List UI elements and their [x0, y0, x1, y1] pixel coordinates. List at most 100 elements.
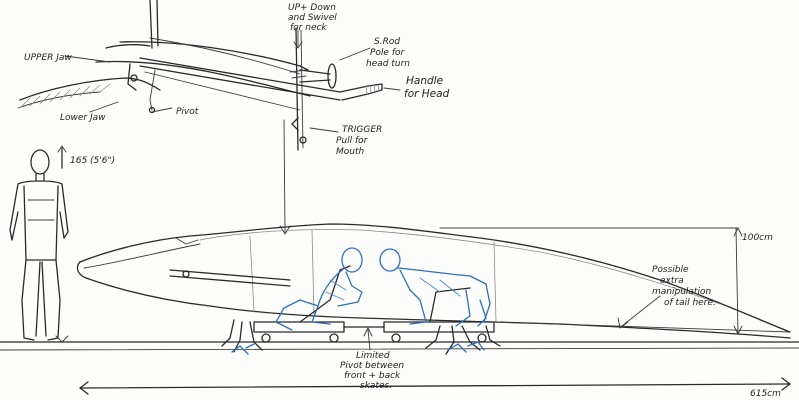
back-puppeteer-head: [379, 248, 401, 272]
figure-neck: [35, 173, 45, 181]
mouth-line: [83, 243, 201, 269]
arrow-upper-jaw: [64, 55, 111, 63]
head-handle: [339, 83, 383, 101]
upper-jaw-front: [105, 44, 151, 49]
arrow-lower-jaw: [89, 101, 119, 113]
label-head-turn: head turn: [366, 59, 410, 69]
figure-torso-arms: [9, 180, 69, 241]
upper-jaw-top-edge: [119, 41, 309, 71]
front-puppeteer-shading: [325, 279, 347, 301]
back-skate-wheel-2: [477, 333, 487, 343]
figure-detail-lines: [27, 199, 55, 221]
upper-jaw-inner-line: [149, 37, 301, 75]
control-rod-upper: [139, 57, 341, 93]
jaw-pivot-joint: [130, 74, 138, 82]
label-possible-2: extra: [660, 276, 684, 286]
handle-grip-lines: [365, 84, 380, 95]
label-possible-4: of tail here.: [664, 298, 716, 308]
snout-tip: [76, 261, 87, 279]
label-upper-jaw: UPPER Jaw: [24, 53, 72, 63]
figure-body: [23, 185, 59, 261]
crocodile-back-outline: [79, 223, 791, 333]
back-puppeteer-shading: [419, 277, 461, 297]
arrow-tail-note: [621, 295, 661, 327]
front-skate: [253, 321, 345, 333]
label-limited-4: skates.: [360, 381, 392, 391]
head-pole-joint: [182, 270, 190, 278]
100cm-arrow-bottom: [733, 325, 743, 335]
height-arrow: [57, 145, 67, 153]
label-for-head: for Head: [404, 88, 450, 100]
back-puppeteer-arm: [399, 269, 427, 325]
arrow-pivot: [151, 107, 173, 113]
back-ridge: [199, 229, 721, 305]
front-skate-wheel-1: [261, 333, 271, 343]
front-puppeteer-head: [341, 247, 363, 273]
human-scale-figure: [9, 145, 69, 343]
back-puppeteer-legs: [455, 289, 487, 327]
100cm-arrow-top: [733, 227, 743, 237]
back-skate-wheel-1: [391, 333, 401, 343]
label-up-down: UP+ Down: [288, 3, 336, 13]
pivot-dot: [148, 106, 156, 114]
label-handle: Handle: [406, 75, 443, 87]
arrow-tail-note-head: [617, 317, 629, 329]
label-and-swivel: and Swivel: [288, 13, 337, 23]
label-for-neck: for neck: [290, 23, 327, 33]
neck-swivel-rod-b: [300, 29, 304, 149]
trigger-lever: [291, 117, 299, 131]
head-control-pole: [169, 269, 291, 287]
front-puppeteer-leg: [311, 305, 331, 325]
label-lower-jaw: Lower Jaw: [60, 113, 106, 123]
label-possible-1: Possible: [652, 265, 689, 275]
arrow-handle: [383, 87, 401, 91]
control-rod-third: [144, 71, 301, 111]
back-puppeteer-back: [397, 267, 491, 323]
detail-to-body-arrowhead: [279, 225, 291, 235]
arrow-pivot-note-head: [363, 327, 373, 337]
front-puppeteer-body: [275, 269, 343, 331]
rear-legs: [425, 325, 501, 355]
upper-jaw-bottom-edge: [95, 60, 311, 97]
label-possible-3: manipulation: [652, 287, 711, 297]
label-trigger: TRIGGER: [342, 125, 382, 135]
figure-head: [30, 149, 50, 175]
label-limited-3: front + back: [344, 371, 401, 381]
label-s-rod: S.Rod: [374, 37, 400, 47]
label-pull-for: Pull for: [336, 136, 369, 146]
swivel-collar: [289, 69, 307, 79]
front-puppeteer-arm: [337, 271, 363, 307]
back-seat-frame: [429, 287, 471, 323]
jaw-mechanism-detail: [17, 0, 401, 151]
lower-jaw-hatching: [21, 83, 111, 107]
label-height: 165 (5'6"): [70, 156, 115, 166]
pivot-drop-link: [149, 69, 156, 111]
label-limited-2: Pivot between: [340, 361, 404, 371]
body-segments: [249, 229, 497, 323]
front-blue-feet: [231, 343, 255, 355]
label-100cm: 100cm: [742, 233, 773, 243]
arrow-neck-head: [293, 41, 303, 49]
detail-to-body-arrow: [283, 119, 286, 233]
eye-ridge: [175, 237, 199, 245]
back-blue-feet: [447, 341, 485, 353]
figure-legs: [21, 259, 61, 341]
ground-line-bottom: [0, 347, 799, 351]
label-limited-1: Limited: [356, 351, 390, 361]
arrow-trigger: [309, 127, 339, 133]
arrow-s-rod: [339, 47, 371, 61]
vertical-rod-left-b: [156, 0, 159, 47]
length-dimension-line: [79, 383, 791, 389]
trigger-pull-ring: [299, 136, 307, 144]
crocodile-body: [76, 223, 791, 355]
front-seat-frame: [299, 265, 351, 323]
pivot-linkage: [127, 63, 137, 91]
control-rod-lower: [139, 65, 341, 101]
s-rod-disc: [327, 63, 337, 89]
front-legs: [221, 319, 263, 353]
label-length: 615cm: [750, 389, 781, 399]
front-skate-wheel-2: [329, 333, 339, 343]
length-arrow-left: [79, 381, 89, 395]
